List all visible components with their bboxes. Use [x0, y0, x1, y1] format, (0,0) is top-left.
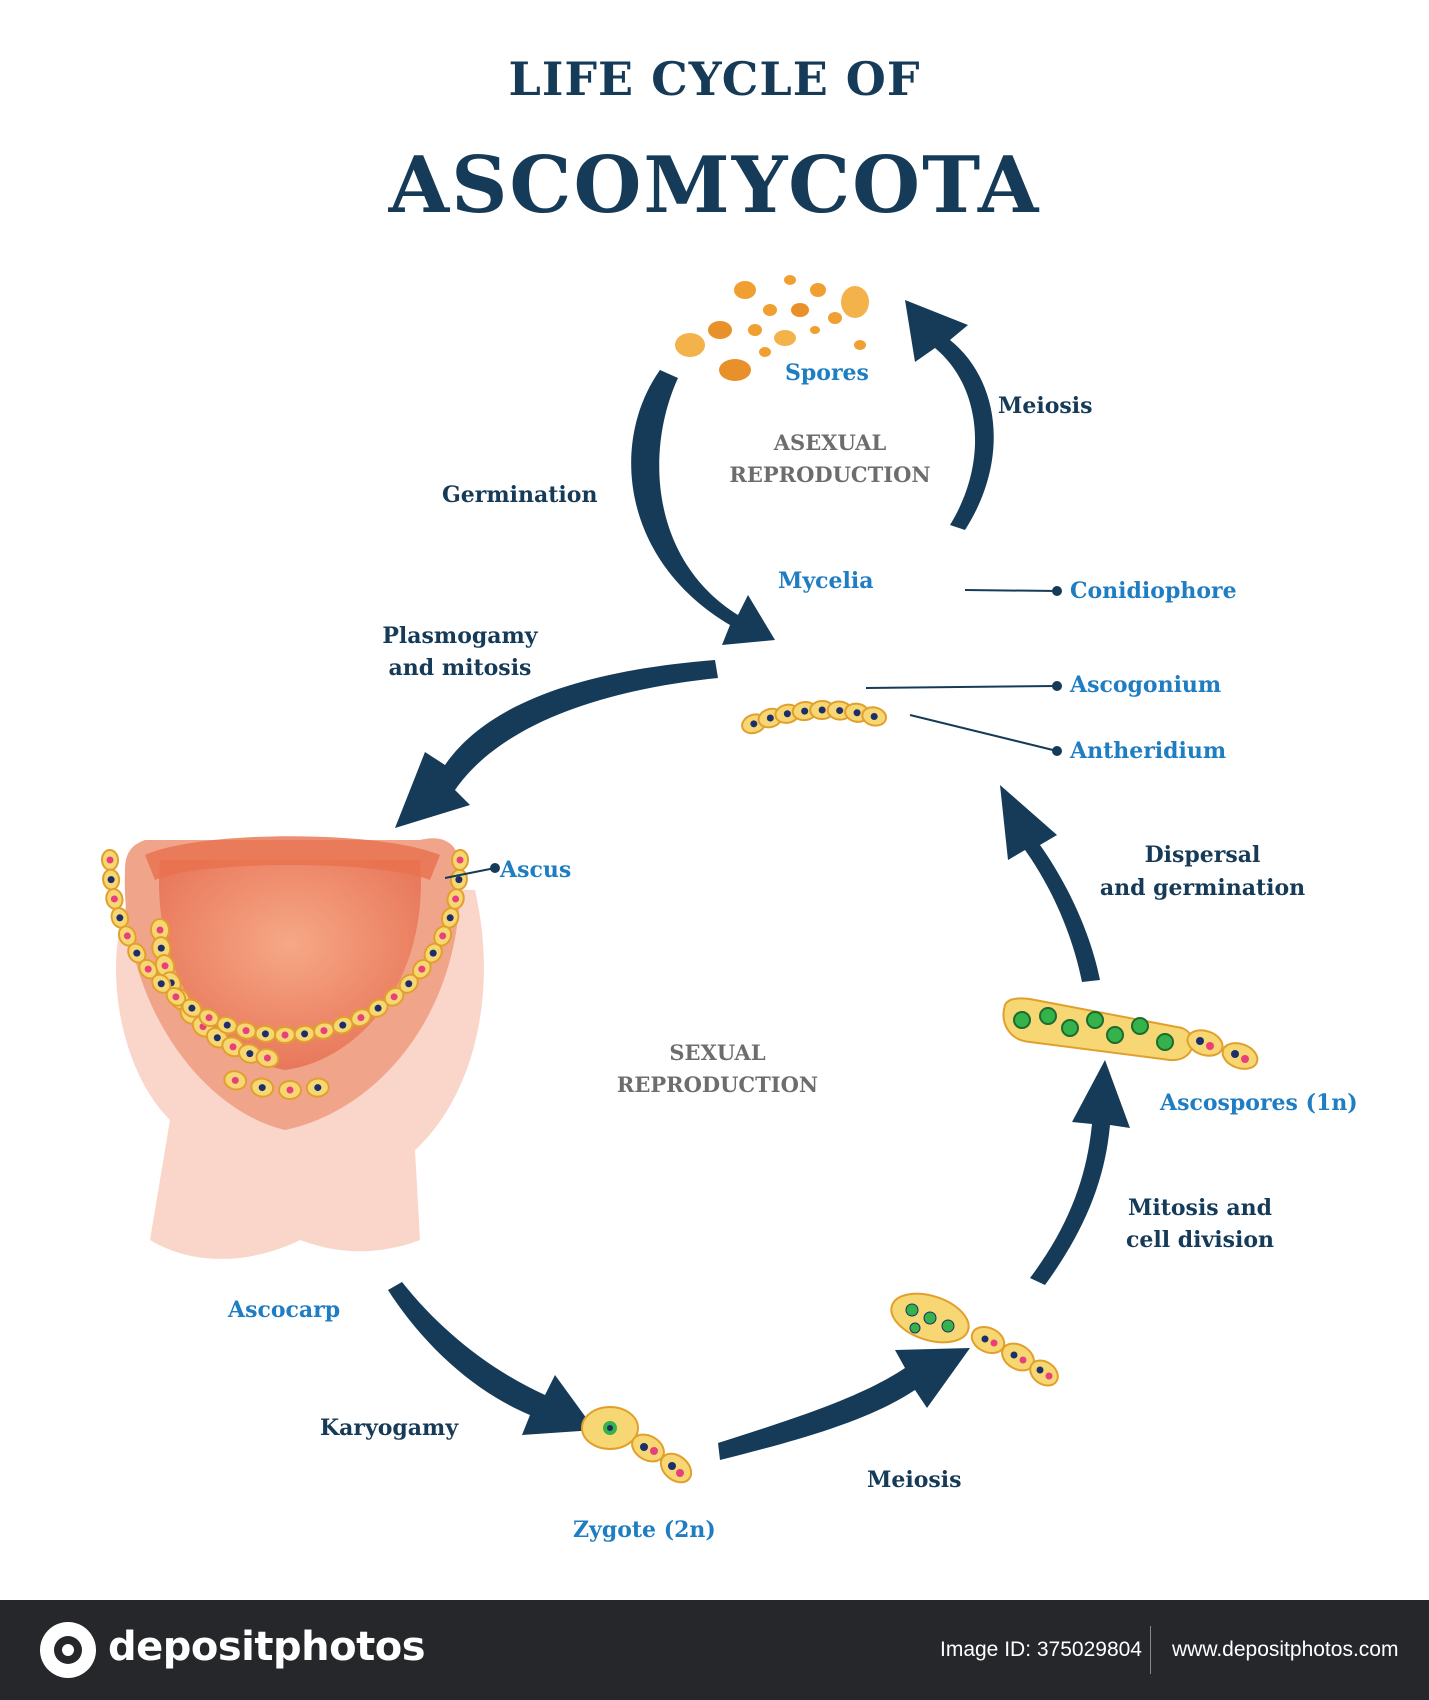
label-dispersal-2: and germination [1099, 875, 1306, 901]
zygote-cells [581, 1406, 693, 1484]
label-germination: Germination [442, 482, 598, 508]
site-url: www.depositphotos.com [1172, 1638, 1399, 1661]
nucleus [301, 1030, 309, 1038]
nucleus [390, 993, 398, 1001]
brand-name: depositphotos [108, 1624, 426, 1670]
title-line-1: LIFE CYCLE OF [508, 52, 921, 106]
nucleus [870, 712, 878, 720]
nucleus [161, 962, 169, 970]
footer-divider [1150, 1626, 1151, 1674]
label-mitosis-1: Mitosis and [1128, 1195, 1272, 1221]
meiosis-product-cells [890, 1292, 1059, 1387]
leader-lines [444, 586, 1062, 879]
nucleus [123, 932, 131, 940]
nucleus [188, 1004, 196, 1012]
mycelia-group [741, 700, 888, 735]
ascocarp-cells [100, 849, 470, 1100]
nucleus [172, 993, 180, 1001]
label-asexual-2: REPRODUCTION [729, 462, 931, 487]
nucleus [818, 706, 826, 714]
label-ascocarp: Ascocarp [228, 1297, 341, 1323]
mitosis-arrow [1030, 1060, 1130, 1285]
nucleus [263, 1054, 271, 1062]
nucleus [405, 980, 413, 988]
nucleus [231, 1076, 239, 1084]
life-cycle-illustration [100, 275, 1259, 1484]
label-dispersal-1: Dispersal [1144, 842, 1261, 868]
label-spores: Spores [785, 360, 869, 386]
label-zygote: Zygote (2n) [573, 1517, 716, 1543]
nucleus [213, 1034, 221, 1042]
nucleus [116, 914, 124, 922]
nucleus [374, 1004, 382, 1012]
nucleus [750, 720, 758, 728]
dispersal-arrow [1000, 785, 1100, 982]
nucleus [452, 895, 460, 903]
label-sexual-2: REPRODUCTION [616, 1072, 819, 1097]
nucleus [418, 965, 426, 973]
nucleus [242, 1027, 250, 1035]
label-antheridium: Antheridium [1070, 738, 1227, 764]
label-meiosis-top: Meiosis [998, 393, 1093, 419]
label-plasmogamy-2: and mitosis [388, 655, 532, 681]
nucleus [106, 856, 114, 864]
nucleus [439, 932, 447, 940]
nucleus [783, 710, 791, 718]
karyogamy-arrow [388, 1282, 595, 1435]
nucleus [157, 944, 165, 952]
nucleus [766, 714, 774, 722]
label-ascogonium: Ascogonium [1070, 672, 1222, 698]
nucleus [205, 1014, 213, 1022]
nucleus [853, 709, 861, 717]
title-line-2: ASCOMYCOTA [388, 140, 1041, 231]
label-mycelia: Mycelia [778, 568, 874, 594]
depositphotos-logo-icon [40, 1622, 96, 1678]
nucleus [357, 1014, 365, 1022]
nucleus [261, 1030, 269, 1038]
label-sexual-1: SEXUAL [669, 1040, 766, 1065]
nucleus [320, 1027, 328, 1035]
meiosis-top-arrow [905, 300, 994, 530]
nucleus [314, 1084, 322, 1092]
nucleus [456, 856, 464, 864]
nucleus [144, 965, 152, 973]
ascocarp-group [116, 836, 484, 1259]
nucleus [133, 949, 141, 957]
nucleus [836, 707, 844, 715]
nucleus [446, 914, 454, 922]
label-plasmogamy-1: Plasmogamy [382, 623, 538, 649]
nucleus [156, 926, 164, 934]
meiosis-bottom-arrow [718, 1348, 970, 1460]
label-asexual-1: ASEXUAL [773, 430, 887, 455]
ascospores-cells [1002, 997, 1259, 1070]
nucleus [801, 707, 809, 715]
plasmogamy-arrow [395, 660, 718, 828]
nucleus [110, 895, 118, 903]
label-mitosis-2: cell division [1125, 1227, 1275, 1253]
germination-arrow [631, 370, 775, 645]
label-meiosis-bottom: Meiosis [867, 1467, 962, 1493]
nucleus [339, 1021, 347, 1029]
label-ascus: Ascus [500, 857, 572, 883]
nucleus [229, 1043, 237, 1051]
nucleus [258, 1084, 266, 1092]
label-conidiophore: Conidiophore [1070, 578, 1237, 604]
cycle-arrows [388, 300, 1130, 1460]
image-id: Image ID: 375029804 [940, 1638, 1142, 1661]
nucleus [246, 1050, 254, 1058]
nucleus [286, 1086, 294, 1094]
label-ascospores: Ascospores (1n) [1160, 1090, 1358, 1116]
nucleus [107, 876, 115, 884]
nucleus [429, 949, 437, 957]
nucleus [281, 1031, 289, 1039]
label-karyogamy: Karyogamy [320, 1415, 459, 1441]
nucleus [455, 876, 463, 884]
nucleus [223, 1021, 231, 1029]
spores-group [675, 275, 869, 381]
footer-bar: depositphotos Image ID: 375029804 www.de… [0, 1600, 1429, 1700]
nucleus [157, 980, 165, 988]
